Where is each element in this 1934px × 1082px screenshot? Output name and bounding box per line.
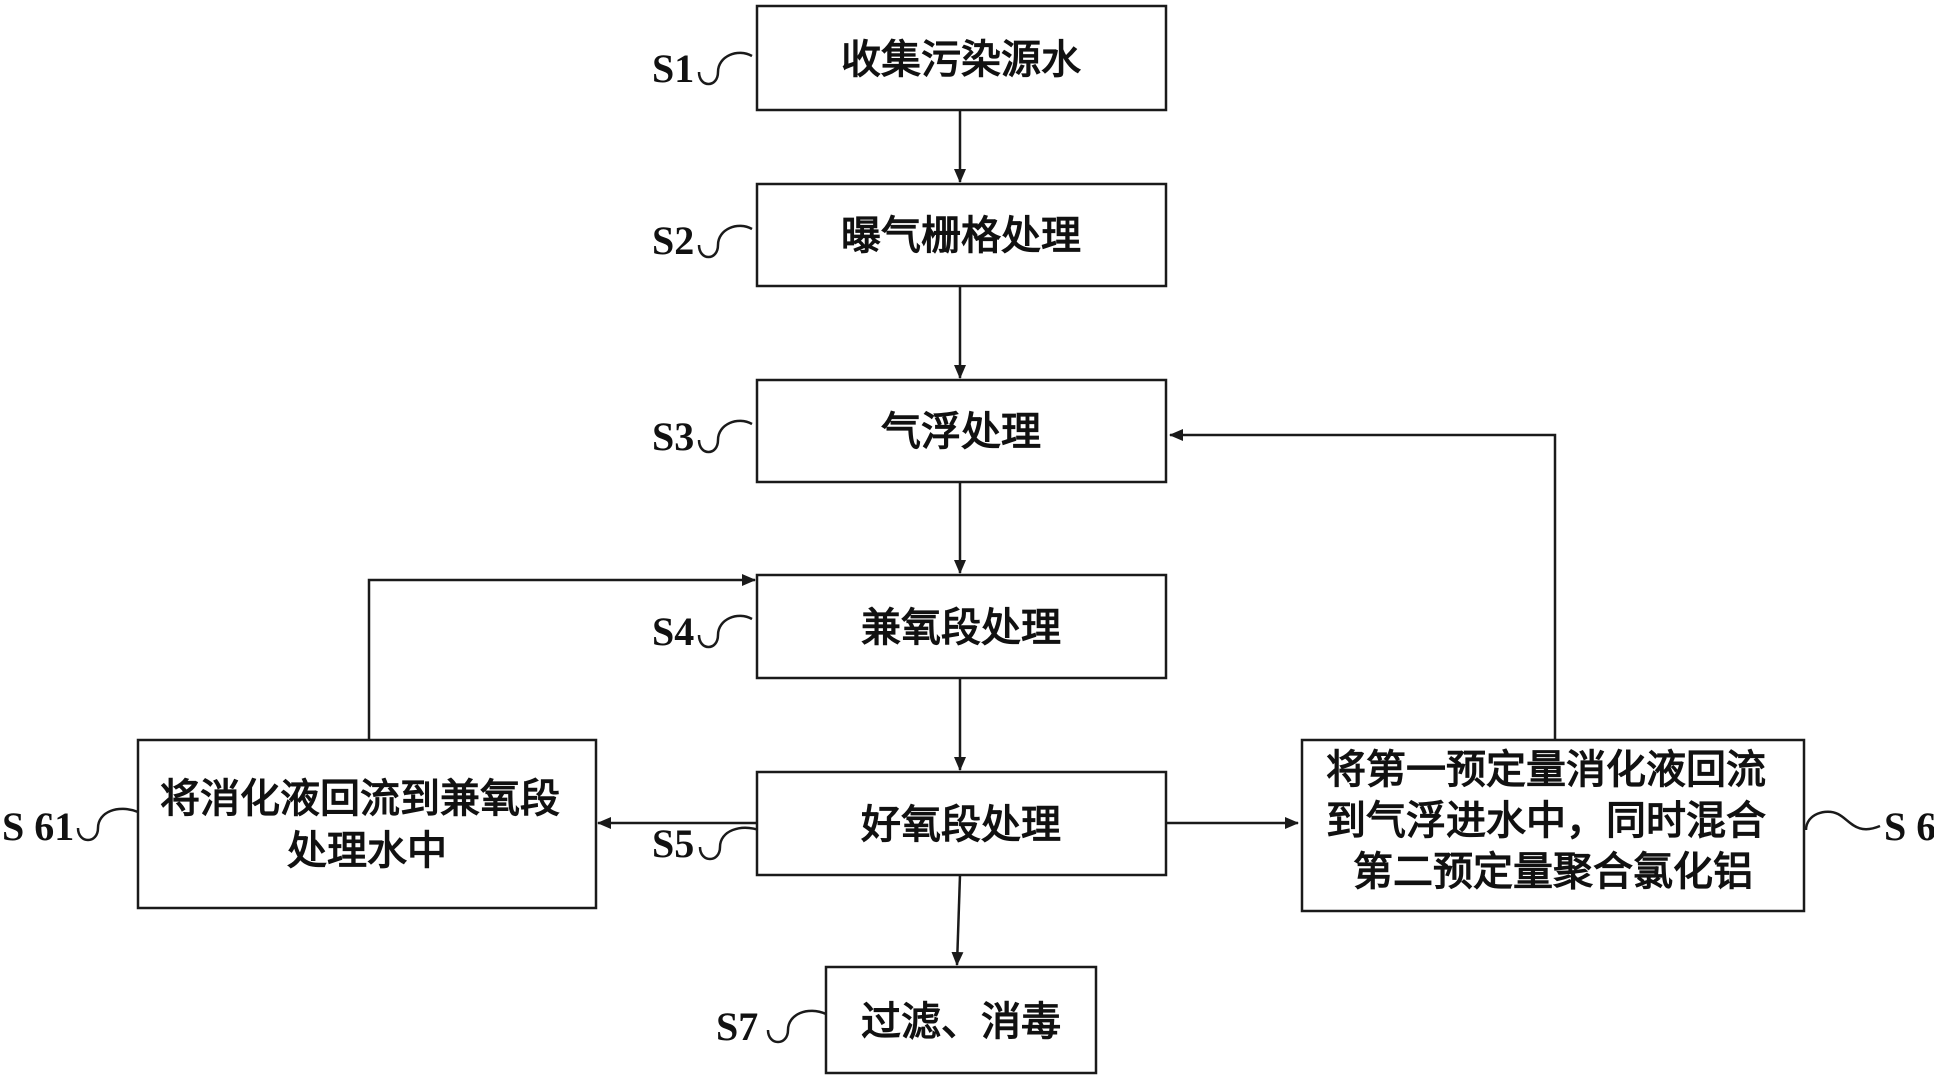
arrow-s5-to-s7 (951, 874, 964, 966)
box-text-s61: 将消化液回流到兼氧段 处理水中 (160, 775, 574, 874)
step-label-s2: S2 (652, 218, 694, 263)
step-label-s61: S 61 (2, 804, 74, 849)
box-line: 将第一预定量消化液回流 (1326, 746, 1766, 793)
box-text-s1: 收集污染源水 (841, 36, 1082, 83)
leader-s6 (1804, 810, 1881, 831)
box-text-s3: 气浮处理 (881, 408, 1041, 455)
step-label-s3: S3 (652, 414, 694, 459)
process-box-s6: 将第一预定量消化液回流 到气浮进水中，同时混合 第二预定量聚合氯化铝 (1300, 738, 1806, 913)
step-label-s5: S5 (652, 821, 694, 866)
leader-s2 (697, 224, 753, 259)
box-text-s4: 兼氧段处理 (861, 604, 1061, 651)
box-text-s5: 好氧段处理 (860, 801, 1061, 848)
box-text-s2: 曝气栅格处理 (841, 212, 1081, 259)
step-label-s6: S 6 (1884, 804, 1934, 849)
box-line: 曝气栅格处理 (841, 212, 1081, 259)
box-text-s7: 过滤、消毒 (861, 998, 1061, 1045)
box-line: 过滤、消毒 (861, 998, 1061, 1045)
box-line: 好氧段处理 (860, 801, 1061, 848)
leader-s61 (76, 807, 139, 842)
box-line: 第二预定量聚合氯化铝 (1353, 848, 1753, 895)
connectors (367, 110, 1557, 966)
arrow-s6-to-s3 (1169, 429, 1557, 740)
process-box-s7: 过滤、消毒 (824, 965, 1098, 1075)
leader-s7 (766, 1009, 827, 1044)
process-box-s5: 好氧段处理 (755, 770, 1168, 877)
process-box-s1: 收集污染源水 (755, 4, 1168, 112)
leader-s1 (697, 51, 753, 86)
box-line: 收集污染源水 (841, 36, 1082, 83)
leader-s4 (697, 614, 753, 649)
arrow-s61-to-s4 (367, 574, 756, 740)
box-line: 到气浮进水中，同时混合 (1326, 797, 1766, 844)
box-line: 气浮处理 (881, 408, 1041, 455)
step-label-s4: S4 (652, 609, 694, 654)
leader-s5 (698, 826, 763, 861)
process-box-s3: 气浮处理 (755, 378, 1168, 484)
process-box-s2: 曝气栅格处理 (755, 182, 1168, 288)
box-text-s6: 将第一预定量消化液回流 到气浮进水中，同时混合 第二预定量聚合氯化铝 (1326, 746, 1780, 895)
step-labels: S1 S2 S3 S4 S5 S7 S 61 S 6 (2, 46, 1934, 1049)
box-line: 兼氧段处理 (861, 604, 1061, 651)
box-line: 处理水中 (287, 827, 447, 874)
step-leaders (76, 51, 1881, 1044)
box-line: 将消化液回流到兼氧段 (160, 775, 560, 822)
step-label-s7: S7 (716, 1004, 758, 1049)
process-box-s4: 兼氧段处理 (755, 573, 1168, 680)
process-box-s61: 将消化液回流到兼氧段 处理水中 (136, 738, 598, 910)
leader-s3 (697, 419, 753, 454)
step-label-s1: S1 (652, 46, 694, 91)
